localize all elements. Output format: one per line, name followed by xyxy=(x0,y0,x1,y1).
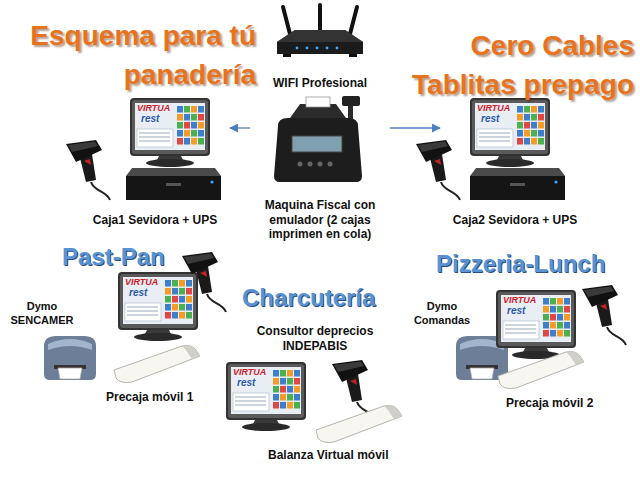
device-label: Balanza Virtual móvil xyxy=(268,448,389,463)
logo-text: VIRTUA xyxy=(502,296,537,305)
device-label: Caja1 Sevidora + UPS xyxy=(82,213,228,228)
logo-text: rest xyxy=(128,288,148,298)
logo-text: rest xyxy=(506,306,526,316)
arrow-connector xyxy=(230,127,250,128)
device-group: Maquina Fiscal con emulador (2 cajas imp… xyxy=(250,92,390,244)
logo-text: VIRTUA xyxy=(124,278,159,287)
label-printer xyxy=(44,336,96,380)
pos-monitor xyxy=(226,362,306,431)
device-label: Dymo Comandas xyxy=(406,300,478,328)
title-heading: Esquema para tú panadería xyxy=(4,16,256,94)
logo-text: VIRTUA xyxy=(232,368,267,377)
fiscal-printer xyxy=(274,96,362,182)
logo-text: VIRTUA xyxy=(476,104,511,113)
barcode-scanner xyxy=(416,140,460,200)
device-label: Precaja móvil 2 xyxy=(506,396,593,411)
mobile-device xyxy=(498,352,584,389)
logo-text: rest xyxy=(480,114,500,124)
section-heading: Past-Pan xyxy=(62,243,165,272)
logo-text: rest xyxy=(140,114,160,124)
pos-monitor xyxy=(496,290,576,359)
mobile-device xyxy=(114,346,200,383)
headline-text: Cero Cables Tablitas prepago xyxy=(369,26,634,104)
logo-text: VIRTUA xyxy=(136,104,171,113)
arrow-connector xyxy=(390,127,440,128)
section-heading: Pizzeria-Lunch xyxy=(436,250,605,279)
logo-text: rest xyxy=(236,378,256,388)
device-group: Caja2 Sevidora + UPS xyxy=(440,96,590,230)
barcode-scanner xyxy=(66,140,110,200)
barcode-scanner xyxy=(582,285,626,345)
pos-monitor xyxy=(118,272,198,341)
device-group: WIFI Profesional xyxy=(258,74,382,95)
mobile-device xyxy=(316,406,402,443)
pos-monitor xyxy=(470,98,550,167)
wifi-router xyxy=(277,5,363,57)
device-label: Caja2 Sevidora + UPS xyxy=(442,213,588,228)
device-label: Dymo SENCAMER xyxy=(4,300,80,328)
device-label: Maquina Fiscal con emulador (2 cajas imp… xyxy=(252,198,388,242)
section-heading: Charcutería xyxy=(242,284,375,313)
cash-drawer xyxy=(470,168,565,200)
device-label: Precaja móvil 1 xyxy=(106,390,193,405)
cash-drawer xyxy=(126,168,221,200)
barcode-scanner xyxy=(182,252,226,312)
pos-monitor xyxy=(130,98,210,167)
device-label: WIFI Profesional xyxy=(260,76,380,91)
device-label: Consultor deprecios INDEPABIS xyxy=(244,324,386,353)
